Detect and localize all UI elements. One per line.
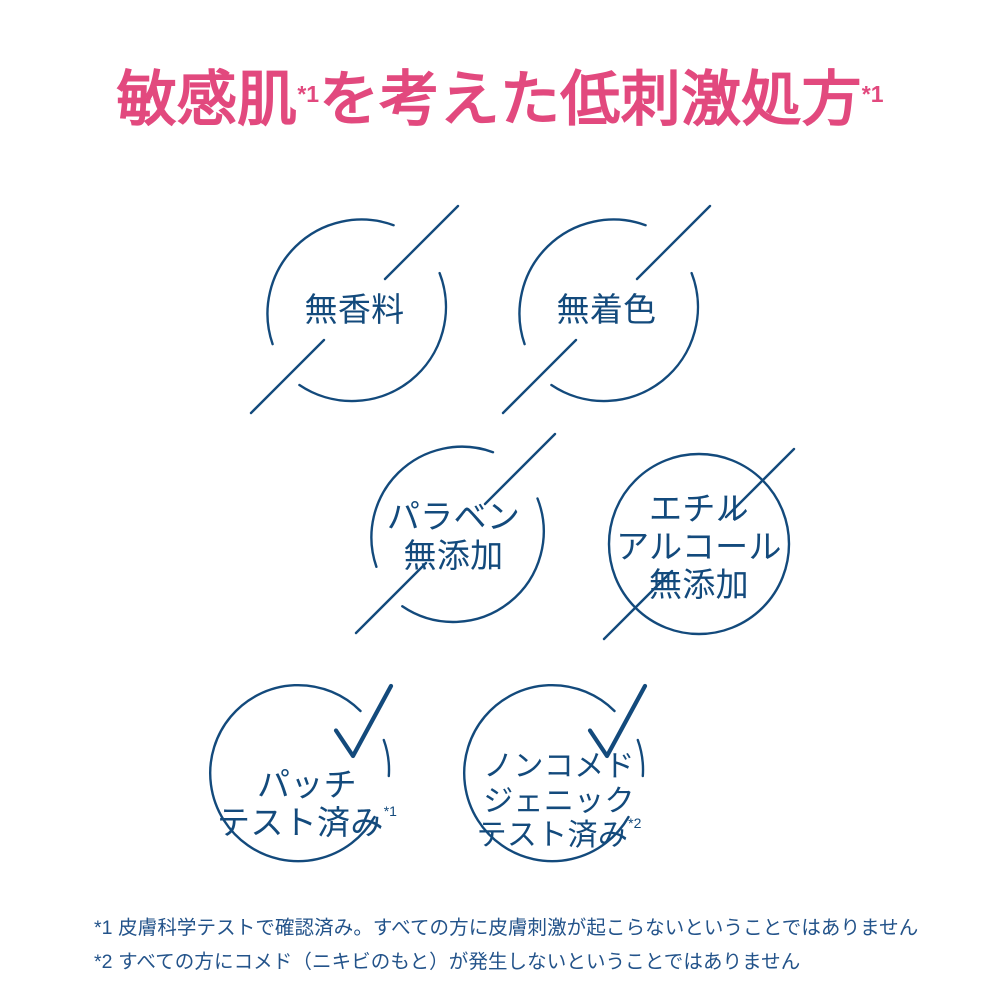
footnote-2: *2 すべての方にコメド（ニキビのもと）が発生しないということではありません xyxy=(94,950,801,973)
badge-label-line-with-note: テスト済み*1 xyxy=(217,803,397,842)
badge-footnote-ref: *1 xyxy=(383,803,397,819)
badge-non-comedogenic-tested: ノンコメド ジェニック テスト済み*2 xyxy=(451,678,659,886)
badge-label-line: アルコール xyxy=(616,527,782,565)
footnotes: *1 皮膚科学テストで確認済み。すべての方に皮膚刺激が起こらないということではあ… xyxy=(94,912,934,979)
badge-label-line-with-note: テスト済み*2 xyxy=(476,815,642,854)
slash-circle-icon xyxy=(501,204,712,415)
check-circle-icon xyxy=(463,683,648,863)
slash-circle-icon xyxy=(602,447,796,641)
page-title-part1: 敏感肌 xyxy=(116,66,298,133)
badge-label: パラベン 無添加 xyxy=(346,429,561,644)
badge-colorant-free: 無着色 xyxy=(495,199,718,422)
badge-ethanol-free: エチル アルコール 無添加 xyxy=(596,441,802,647)
slash-circle-icon xyxy=(354,432,557,635)
badge-label-line: テスト済み xyxy=(476,819,629,853)
badge-label: 無香料 xyxy=(243,199,466,422)
badge-label-line: 無香料 xyxy=(304,291,405,329)
slash-circle-icon xyxy=(249,204,460,415)
badge-label: ノンコメド ジェニック テスト済み*2 xyxy=(455,698,663,906)
badge-label: パッチ テスト済み*1 xyxy=(203,700,411,908)
check-circle-icon xyxy=(209,683,394,863)
badge-label-line: 無着色 xyxy=(556,291,657,329)
badge-fragrance-free: 無香料 xyxy=(243,199,466,422)
badge-label-line: テスト済み xyxy=(217,804,384,841)
badge-label-line: パッチ xyxy=(257,765,357,803)
badge-label: エチル アルコール 無添加 xyxy=(596,444,802,650)
page-title-part2: を考えた低刺激処方 xyxy=(319,66,862,133)
badge-label: 無着色 xyxy=(495,199,718,422)
badge-footnote-ref: *2 xyxy=(628,815,642,832)
badge-label-line: ノンコメド xyxy=(483,749,635,783)
badge-label-line: 無添加 xyxy=(403,536,504,574)
page-title: 敏感肌*1を考えた低刺激処方*1 xyxy=(0,70,1000,130)
badge-paraben-free: パラベン 無添加 xyxy=(348,427,563,642)
page-title-footnote-ref-2: *1 xyxy=(861,80,884,107)
badge-label-line: ジェニック xyxy=(483,784,635,818)
page-title-footnote-ref-1: *1 xyxy=(297,80,320,107)
footnote-1: *1 皮膚科学テストで確認済み。すべての方に皮膚刺激が起こらないということではあ… xyxy=(94,917,919,939)
badge-label-line: パラベン xyxy=(386,498,521,536)
badge-label-line: 無添加 xyxy=(649,566,749,604)
badge-label-line: エチル xyxy=(649,489,749,527)
badge-patch-tested: パッチ テスト済み*1 xyxy=(197,678,405,886)
